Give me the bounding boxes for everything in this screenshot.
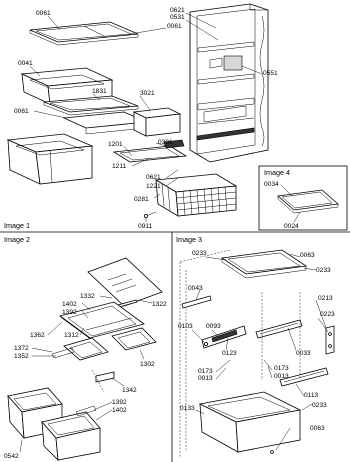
callout-0041: 0041 <box>18 60 33 67</box>
image2-labels: 1332 1402 1392 1322 1362 1312 1372 1352 … <box>4 293 167 460</box>
cabinet-outline-dashed <box>179 249 231 458</box>
rail-0043 <box>181 295 212 309</box>
image2-title: Image 2 <box>4 235 30 244</box>
assembly-guides <box>261 292 301 380</box>
callout-0281: 0281 <box>134 196 149 203</box>
callout-0061-top: 0061 <box>36 10 51 17</box>
callout-0034: 0034 <box>264 181 279 188</box>
callout-3021: 3021 <box>140 90 155 97</box>
callout-1372: 1372 <box>14 345 29 352</box>
callout-1211: 1211 <box>112 163 127 170</box>
callout-0233-lower: 0233 <box>312 402 327 409</box>
damper-0123 <box>201 325 247 349</box>
callout-0013-right: 0013 <box>274 373 289 380</box>
refrigerator-cabinet <box>189 3 269 163</box>
callout-0061-right: 0061 <box>167 23 182 30</box>
image1-drawing: 0061 0621 0531 0061 0041 0551 1831 3021 … <box>6 3 278 230</box>
callout-1402-upper: 1402 <box>62 301 77 308</box>
callout-1352: 1352 <box>14 353 29 360</box>
callout-0233-topleft: 0233 <box>192 250 207 257</box>
shelf-0063-top <box>220 249 308 279</box>
callout-0123: 0123 <box>222 350 237 357</box>
rail-0033 <box>255 319 303 339</box>
callout-0043: 0043 <box>188 285 203 292</box>
image3-leaders <box>191 253 329 451</box>
glass-shelf-1332 <box>87 257 163 307</box>
image4-drawing: 0034 0024 <box>264 181 339 230</box>
callout-1312: 1312 <box>64 332 79 339</box>
callout-1332: 1332 <box>80 293 95 300</box>
wire-basket-0281 <box>154 173 238 217</box>
image2-drawing: 1332 1402 1392 1322 1362 1312 1372 1352 … <box>4 257 167 462</box>
image3-title: Image 3 <box>176 235 202 244</box>
screw-0063-lower <box>270 450 274 454</box>
callout-1392-upper: 1392 <box>62 309 77 316</box>
callout-0551: 0551 <box>263 70 278 77</box>
callout-1322: 1322 <box>152 301 167 308</box>
drawer-3021 <box>132 107 182 137</box>
callout-0133: 0133 <box>180 405 195 412</box>
callout-0013-left: 0013 <box>198 375 213 382</box>
shelf-1201 <box>112 139 188 163</box>
callout-0063-top: 0063 <box>300 252 315 259</box>
callout-1221: 1221 <box>146 183 161 190</box>
callout-1201: 1201 <box>108 141 123 148</box>
callout-1402-lower: 1402 <box>112 407 127 414</box>
pan-0133 <box>198 391 302 453</box>
callout-0063-lower: 0063 <box>310 425 325 432</box>
rail-1342 <box>95 371 115 383</box>
crisper-pans-left <box>6 133 94 185</box>
trim-1392-lower <box>75 405 97 417</box>
callout-0103: 0103 <box>178 323 193 330</box>
callout-0173-left: 0173 <box>198 368 213 375</box>
callout-0621-top: 0621 <box>170 7 185 14</box>
shelf-0061-top <box>29 21 139 46</box>
image1-title: Image 1 <box>4 221 30 230</box>
callout-1302: 1302 <box>140 361 155 368</box>
callout-0391: 0391 <box>158 139 173 146</box>
callout-0024: 0024 <box>284 223 299 230</box>
pan-1402 <box>41 411 101 462</box>
image3-drawing: 0233 0063 0233 0043 0213 0223 0103 0093 … <box>178 249 335 458</box>
callout-0173-right: 0173 <box>274 365 289 372</box>
wall-bracket-0213 <box>325 325 335 355</box>
callout-0093: 0093 <box>206 323 221 330</box>
image1-labels: 0061 0621 0531 0061 0041 0551 1831 3021 … <box>14 7 278 230</box>
screw-0911 <box>143 211 157 218</box>
callout-1831: 1831 <box>92 88 107 95</box>
callout-0233-topright: 0233 <box>316 267 331 274</box>
callout-0542: 0542 <box>4 453 19 460</box>
callout-0033: 0033 <box>296 350 311 357</box>
image2-leaders <box>19 295 153 453</box>
image1-leaders <box>29 12 263 222</box>
image4-frame <box>258 165 348 231</box>
callout-0911: 0911 <box>138 223 153 230</box>
bin-pair-1302 <box>51 327 157 361</box>
callout-1362: 1362 <box>30 332 45 339</box>
callout-1392-lower: 1392 <box>112 399 127 406</box>
callout-0621-lower: 0621 <box>146 174 161 181</box>
callout-0113: 0113 <box>304 392 319 399</box>
cover-0113 <box>279 367 329 387</box>
callout-0061-left: 0061 <box>14 108 29 115</box>
callout-0531: 0531 <box>170 14 185 21</box>
callout-1342: 1342 <box>122 387 137 394</box>
callout-0213: 0213 <box>318 295 333 302</box>
callout-0223: 0223 <box>320 311 335 318</box>
image4-title: Image 4 <box>264 168 290 177</box>
shelf-1831 <box>43 95 139 116</box>
image3-labels: 0233 0063 0233 0043 0213 0223 0103 0093 … <box>178 250 335 432</box>
